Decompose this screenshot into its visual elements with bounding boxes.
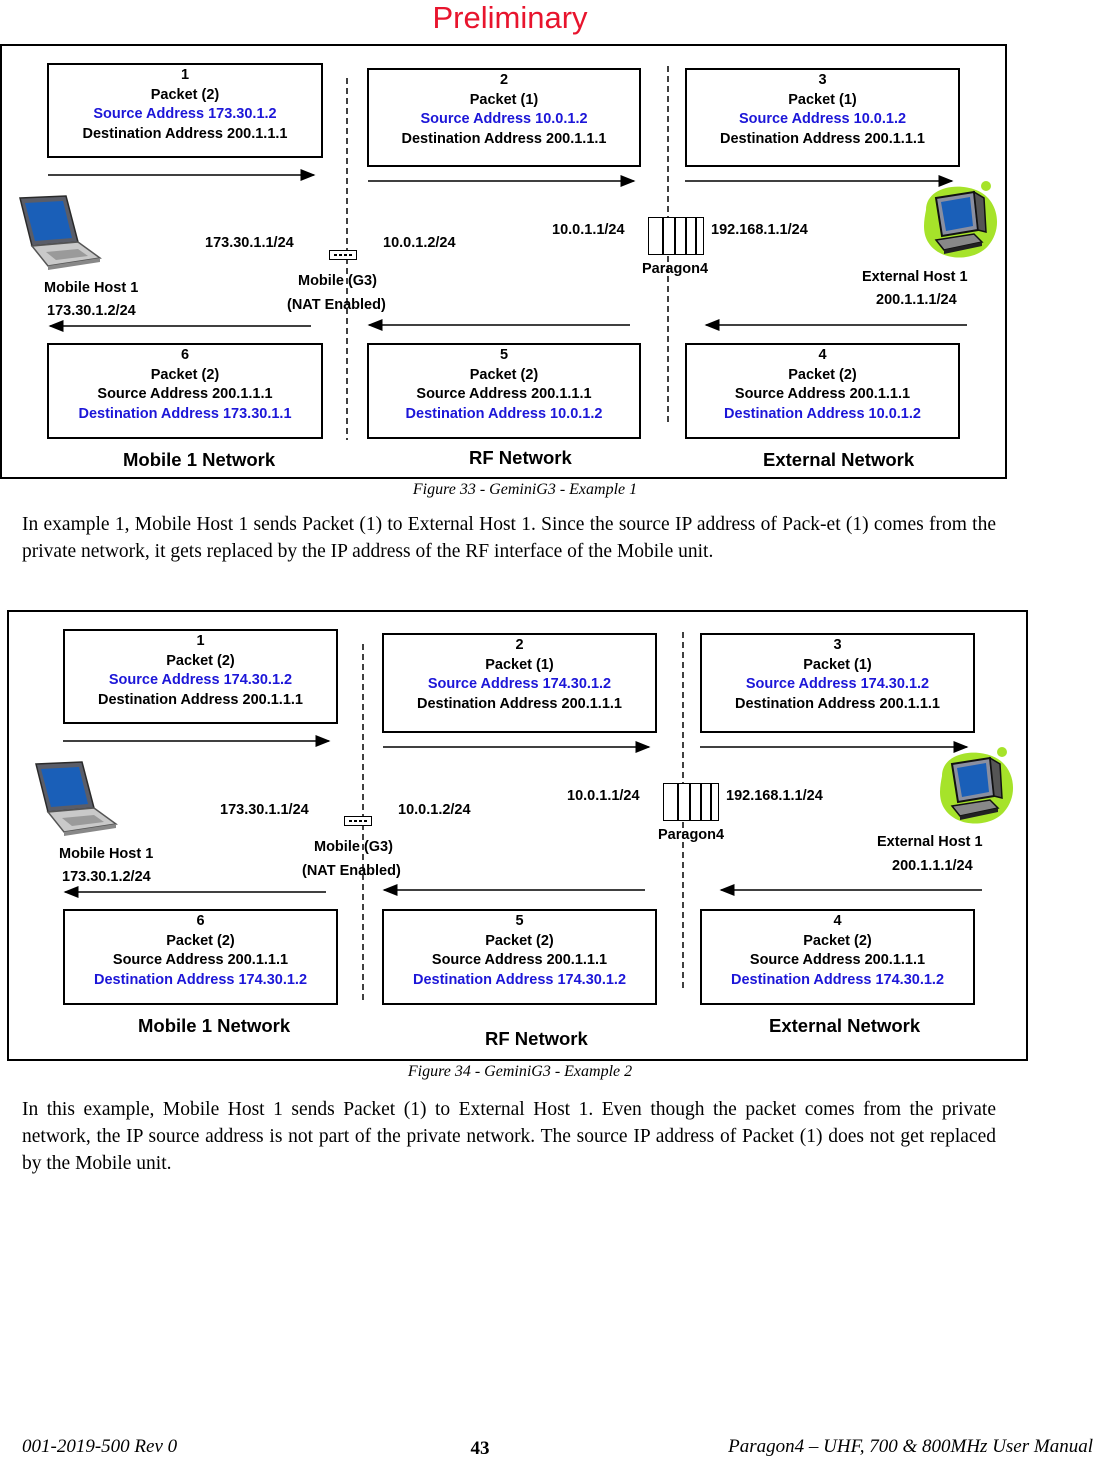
router-icon [344, 816, 372, 826]
mobile-unit-label: Mobile (G3) [314, 839, 393, 855]
mobile-host-ip: 173.30.1.2/24 [47, 303, 136, 319]
figure-caption: Figure 34 - GeminiG3 - Example 2 [407, 1063, 633, 1080]
rf-network-label: RF Network [469, 447, 572, 468]
mobile-rf-ip: 10.0.1.2/24 [383, 235, 456, 251]
desktop-computer-icon [932, 746, 1022, 839]
mobile-nat-label: (NAT Enabled) [287, 297, 386, 313]
rf-network-label: RF Network [485, 1028, 588, 1049]
figure-frame [7, 610, 1028, 1061]
manual-title: Paragon4 – UHF, 700 & 800MHz User Manual [728, 1436, 1093, 1457]
paragraph-example-2: In this example, Mobile Host 1 sends Pac… [22, 1099, 996, 1174]
external-network-label: External Network [769, 1015, 921, 1036]
mobile-host-label: Mobile Host 1 [59, 846, 154, 862]
mobile-host-ip: 173.30.1.2/24 [62, 869, 151, 885]
paragon-ext-ip: 192.168.1.1/24 [726, 788, 823, 804]
preliminary-watermark: Preliminary [432, 0, 588, 35]
paragon-ext-ip: 192.168.1.1/24 [711, 222, 808, 238]
mobile-lan-ip: 173.30.1.1/24 [220, 802, 309, 818]
laptop-icon [8, 194, 103, 277]
paragraph-example-1: In example 1, Mobile Host 1 sends Packet… [22, 514, 996, 562]
mobile-network-label: Mobile 1 Network [138, 1015, 291, 1036]
figure-caption: Figure 33 - GeminiG3 - Example 1 [412, 481, 638, 498]
document-number: 001-2019-500 Rev 0 [22, 1436, 178, 1457]
mobile-nat-label: (NAT Enabled) [302, 863, 401, 879]
paragon-label: Paragon4 [658, 827, 725, 843]
external-network-label: External Network [763, 449, 915, 470]
base-station-rack-icon [663, 783, 719, 821]
mobile-unit-label: Mobile (G3) [298, 273, 377, 289]
mobile-rf-ip: 10.0.1.2/24 [398, 802, 471, 818]
paragon-label: Paragon4 [642, 261, 709, 277]
external-host-label: External Host 1 [862, 269, 968, 285]
router-icon [329, 250, 357, 260]
external-host-ip: 200.1.1.1/24 [876, 292, 957, 308]
mobile-network-label: Mobile 1 Network [123, 449, 276, 470]
page-number: 43 [470, 1438, 490, 1459]
laptop-icon [24, 760, 119, 843]
external-host-ip: 200.1.1.1/24 [892, 858, 973, 874]
external-host-label: External Host 1 [877, 834, 983, 850]
base-station-rack-icon [648, 217, 704, 255]
paragon-rf-ip: 10.0.1.1/24 [552, 222, 625, 238]
mobile-lan-ip: 173.30.1.1/24 [205, 235, 294, 251]
paragon-rf-ip: 10.0.1.1/24 [567, 788, 640, 804]
mobile-host-label: Mobile Host 1 [44, 280, 139, 296]
desktop-computer-icon [916, 180, 1006, 273]
figure-frame [0, 44, 1007, 479]
